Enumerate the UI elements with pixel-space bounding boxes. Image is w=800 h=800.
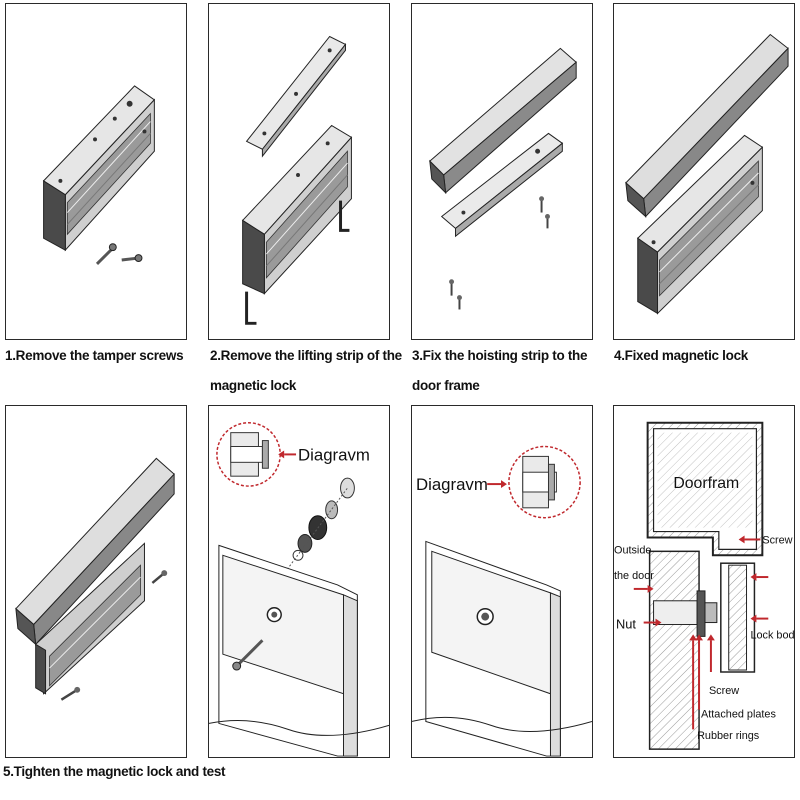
lock-with-tamper-screws-illustration xyxy=(42,85,156,266)
tighten-lock-illustration xyxy=(15,457,175,701)
screw-icon xyxy=(545,214,550,229)
callout-arrow xyxy=(643,618,662,627)
rubber-rings-label: Rubber rings xyxy=(697,730,760,742)
attached-plates-label: Attached plates xyxy=(701,708,776,720)
screw-icon xyxy=(539,196,545,213)
screw-bottom-label: Screw xyxy=(709,685,739,697)
callout-arrow xyxy=(689,634,698,730)
step-2-panel xyxy=(208,3,390,340)
outside-door-label-line2: the door xyxy=(614,570,654,582)
hoisting-strip-icon xyxy=(440,132,564,238)
diagram-exploded-panel: Diagravm xyxy=(208,405,390,758)
step-1-panel xyxy=(5,3,187,340)
lock-body-label: Lock body xyxy=(750,629,794,641)
screw-icon xyxy=(457,295,462,310)
step-4-caption-text: 4.Fixed magnetic lock xyxy=(614,348,749,363)
screw-icon xyxy=(449,279,455,296)
step-1-caption-text: 1.Remove the tamper screws xyxy=(5,348,184,363)
screw-icon xyxy=(151,570,168,584)
screw-icon xyxy=(232,639,264,671)
exploded-assembly-diagram: Diagravm xyxy=(209,422,389,757)
cross-section-panel: Doorfram Screw Outside the door Nut Lock… xyxy=(613,405,795,758)
step-3-caption-line1: 3.Fix the hoisting strip to the xyxy=(412,348,588,363)
step-2-caption-line2: magnetic lock xyxy=(210,378,297,393)
callout-arrow xyxy=(750,573,769,582)
step-5-panel xyxy=(5,405,187,758)
remove-lifting-strip-illustration xyxy=(241,35,353,325)
screw-label: Screw xyxy=(762,534,792,546)
cross-section-diagram: Doorfram Screw Outside the door Nut Lock… xyxy=(614,421,794,750)
diagram-label: Diagravm xyxy=(416,475,488,494)
step-2-caption: 2.Remove the lifting strip of the magnet… xyxy=(210,341,402,401)
tamper-screw-icon xyxy=(121,254,143,262)
callout-arrow xyxy=(695,634,704,710)
step-3-caption: 3.Fix the hoisting strip to the door fra… xyxy=(412,341,588,401)
assembled-plate-diagram: Diagravm xyxy=(412,445,592,757)
callout-arrow xyxy=(750,614,769,623)
step-4-panel xyxy=(613,3,795,340)
door-frame-angle-icon xyxy=(429,47,577,195)
diagram-label: Diagravm xyxy=(298,445,370,464)
callout-arrow xyxy=(633,584,654,593)
fix-hoisting-strip-illustration xyxy=(429,47,577,310)
step-2-caption-line1: 2.Remove the lifting strip of the xyxy=(210,348,402,363)
lifting-strip-icon xyxy=(245,35,347,158)
step-4-caption: 4.Fixed magnetic lock xyxy=(614,341,748,371)
outside-door-label-line1: Outside xyxy=(614,544,651,556)
step-5-caption-text: 5.Tighten the magnetic lock and test xyxy=(3,764,226,779)
nut-label: Nut xyxy=(616,616,636,631)
callout-arrow xyxy=(738,535,761,544)
step-1-caption: 1.Remove the tamper screws xyxy=(5,341,184,371)
diagram-assembled-panel: Diagravm xyxy=(411,405,593,758)
step-3-panel xyxy=(411,3,593,340)
step-3-caption-line2: door frame xyxy=(412,378,480,393)
callout-arrow xyxy=(706,634,715,672)
step-5-caption: 5.Tighten the magnetic lock and test xyxy=(3,757,226,787)
fixed-magnetic-lock-illustration xyxy=(625,33,789,315)
doorframe-label: Doorfram xyxy=(673,475,739,492)
screw-icon xyxy=(60,686,81,701)
tamper-screw-icon xyxy=(95,243,117,266)
